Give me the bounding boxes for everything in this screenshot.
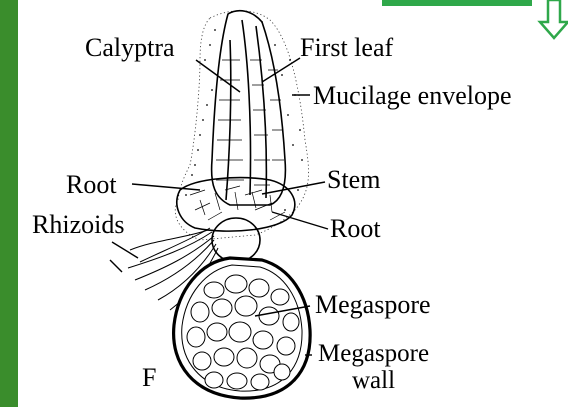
label-calyptra: Calyptra [85,33,175,62]
label-megaspore-wall-line1: Megaspore [318,340,429,367]
label-stem: Stem [327,165,380,194]
label-megaspore-wall-line2: wall [352,367,395,394]
sidebar-green-band [0,0,18,407]
leader-rhizoids [112,242,138,258]
top-green-bar [382,0,532,6]
label-root-right: Root [330,214,381,243]
arrow-down-icon[interactable] [382,0,568,38]
label-megaspore: Megaspore [315,290,431,319]
label-rhizoids: Rhizoids [32,210,124,239]
label-figure-letter: F [142,363,156,392]
label-root-left: Root [66,170,117,199]
label-first-leaf: First leaf [300,33,393,62]
label-mucilage-envelope: Mucilage envelope [313,81,512,110]
leader-rhizoids-2 [110,260,122,272]
arrow-down-shape [540,0,568,38]
